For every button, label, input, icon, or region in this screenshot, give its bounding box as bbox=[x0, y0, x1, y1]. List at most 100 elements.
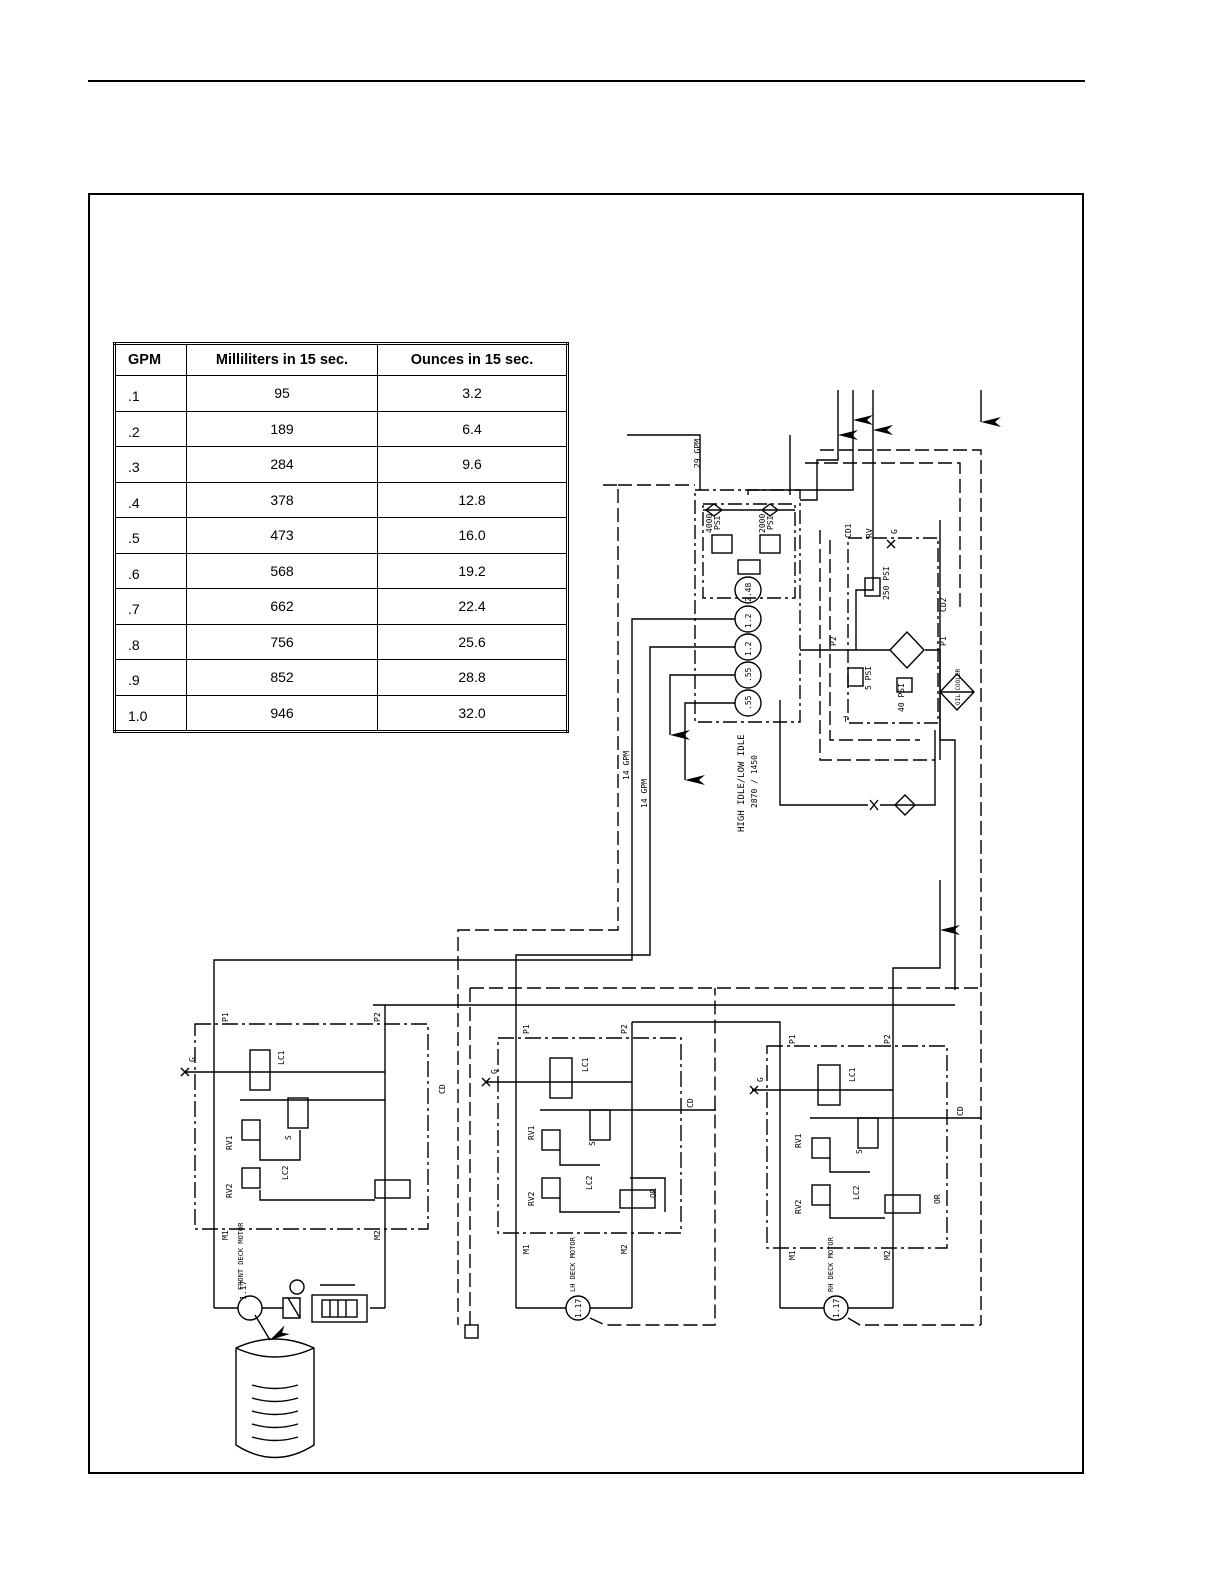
front-rv2: RV2 bbox=[225, 1183, 234, 1198]
flow-conversion-table: GPM Milliliters in 15 sec. Ounces in 15 … bbox=[113, 342, 569, 733]
ounces-cell: 25.6 bbox=[377, 623, 568, 660]
ounces-cell: 28.8 bbox=[377, 659, 568, 696]
rh-m1: M1 bbox=[788, 1250, 797, 1260]
gpm-cell: .7 bbox=[114, 588, 187, 625]
rh-p2: P2 bbox=[883, 1034, 892, 1044]
lh-motor-label: LH DECK MOTOR bbox=[569, 1236, 577, 1292]
g-label: G bbox=[890, 529, 899, 534]
pump-flow-label: 29 GPM bbox=[693, 439, 702, 468]
ounces-cell: 32.0 bbox=[377, 694, 568, 732]
rh-motor-displacement: 1.17 bbox=[832, 1299, 841, 1318]
front-p1: P1 bbox=[221, 1012, 230, 1022]
ounces-cell: 12.8 bbox=[377, 481, 568, 518]
milliliters-cell: 378 bbox=[186, 481, 378, 518]
rh-motor-label: RH DECK MOTOR bbox=[827, 1236, 835, 1292]
rh-p1: P1 bbox=[788, 1034, 797, 1044]
front-m2: M2 bbox=[373, 1230, 382, 1240]
front-motor-label: FRONT DECK MOTOR bbox=[237, 1222, 245, 1290]
milliliters-cell: 662 bbox=[186, 588, 378, 625]
pump-section-2: 1.2 bbox=[744, 613, 753, 628]
pump-section-1: 2.48 bbox=[744, 583, 753, 602]
relief-2000: 2000 bbox=[758, 514, 767, 533]
table-header-row: GPM Milliliters in 15 sec. Ounces in 15 … bbox=[114, 343, 568, 376]
ounces-cell: 9.6 bbox=[377, 446, 568, 483]
gpm-cell: .5 bbox=[114, 517, 187, 554]
line-flow-label-2: 14 GPM bbox=[640, 779, 649, 808]
oil-cooler-label: OIL COOLER bbox=[955, 668, 962, 705]
gpm-cell: .2 bbox=[114, 410, 187, 447]
relief-2000-psi: PSI bbox=[766, 515, 775, 530]
cd1-label: CD1 bbox=[844, 523, 853, 538]
lh-lc1: LC1 bbox=[581, 1057, 590, 1072]
rh-or: OR bbox=[933, 1194, 942, 1204]
pump-section-3: 1.2 bbox=[744, 641, 753, 656]
lh-lc2: LC2 bbox=[585, 1175, 594, 1190]
rh-rv2: RV2 bbox=[794, 1199, 803, 1214]
header-milliliters: Milliliters in 15 sec. bbox=[186, 343, 378, 376]
lh-motor-displacement: 1.17 bbox=[574, 1299, 583, 1318]
check-5-label: 5 PSI bbox=[864, 666, 873, 690]
lh-p1: P1 bbox=[522, 1024, 531, 1034]
idle-values: 2870 / 1450 bbox=[750, 755, 759, 808]
check-250-label: 250 PSI bbox=[882, 566, 891, 600]
front-m1: M1 bbox=[221, 1230, 230, 1240]
lh-g: G bbox=[490, 1069, 499, 1074]
cd2-label: CD2 bbox=[939, 597, 948, 612]
front-cd: CD bbox=[438, 1084, 447, 1094]
p1-label: P1 bbox=[939, 636, 948, 646]
rh-lc1: LC1 bbox=[848, 1067, 857, 1082]
front-rv1: RV1 bbox=[225, 1135, 234, 1150]
top-rule bbox=[88, 80, 1085, 82]
front-deck-manifold bbox=[186, 1005, 429, 1308]
front-s: S bbox=[284, 1135, 293, 1140]
rh-cd: CD bbox=[956, 1106, 965, 1116]
milliliters-cell: 473 bbox=[186, 517, 378, 554]
rh-deck-manifold bbox=[752, 1045, 981, 1249]
line-flow-label-1: 14 GPM bbox=[622, 751, 631, 780]
lh-or: OR bbox=[649, 1188, 658, 1198]
lh-cd: CD bbox=[686, 1098, 695, 1108]
rh-s: S bbox=[855, 1149, 864, 1154]
lh-m1: M1 bbox=[522, 1244, 531, 1254]
rh-rv1: RV1 bbox=[794, 1133, 803, 1148]
front-lc2: LC2 bbox=[281, 1165, 290, 1180]
milliliters-cell: 756 bbox=[186, 623, 378, 660]
gpm-cell: .3 bbox=[114, 446, 187, 483]
lh-deck-manifold bbox=[486, 1021, 781, 1308]
p2-label: P2 bbox=[829, 636, 838, 646]
lh-m2: M2 bbox=[620, 1244, 629, 1254]
lh-p2: P2 bbox=[620, 1024, 629, 1034]
relief-4000-psi: PSI bbox=[713, 515, 722, 530]
figure-frame bbox=[88, 193, 1084, 1474]
lh-s: S bbox=[588, 1141, 597, 1146]
front-motor-displacement: 1.17 bbox=[239, 1281, 248, 1300]
rh-m2: M2 bbox=[883, 1250, 892, 1260]
pump-section-5: .55 bbox=[744, 695, 753, 710]
gpm-cell: .4 bbox=[114, 481, 187, 518]
idle-title: HIGH IDLE/LOW IDLE bbox=[737, 734, 747, 832]
front-p2: P2 bbox=[373, 1012, 382, 1022]
relief-4000: 4000 bbox=[705, 514, 714, 533]
gpm-cell: 1.0 bbox=[114, 694, 187, 732]
rh-lc2: LC2 bbox=[852, 1185, 861, 1200]
pump-section-4: .55 bbox=[744, 667, 753, 682]
lh-rv1: RV1 bbox=[527, 1125, 536, 1140]
front-g: G bbox=[188, 1057, 197, 1062]
gpm-cell: .6 bbox=[114, 552, 187, 589]
rh-g: G bbox=[756, 1077, 765, 1082]
gpm-cell: .9 bbox=[114, 659, 187, 696]
header-gpm: GPM bbox=[114, 343, 187, 376]
front-lc1: LC1 bbox=[277, 1050, 286, 1065]
check-40-label: 40 PSI bbox=[897, 683, 906, 712]
milliliters-cell: 189 bbox=[186, 410, 378, 447]
tank-port-label: T bbox=[843, 715, 848, 724]
